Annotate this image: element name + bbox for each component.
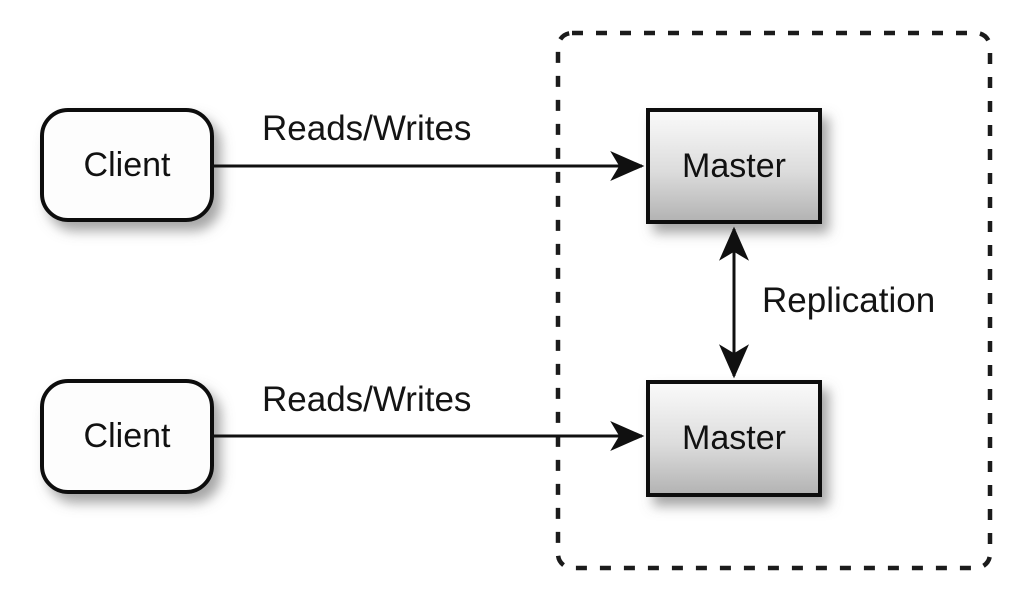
node-client-top[interactable]: Client	[40, 108, 214, 222]
master-bottom-label: Master	[682, 419, 786, 457]
master-top-shape	[646, 108, 822, 224]
edge-client-top-to-master-top: Reads/Writes	[212, 109, 645, 182]
master-bottom-shape	[646, 380, 822, 497]
edge-bottom-label: Reads/Writes	[262, 380, 471, 419]
replication-label: Replication	[762, 281, 935, 320]
node-master-top[interactable]: Master	[646, 108, 822, 224]
node-client-bottom[interactable]: Client	[40, 379, 214, 494]
edge-master-replication: Replication	[718, 226, 935, 379]
edge-top-label: Reads/Writes	[262, 109, 471, 148]
client-top-label: Client	[84, 146, 171, 184]
node-master-bottom[interactable]: Master	[646, 380, 822, 497]
replication-cluster-boundary	[555, 30, 993, 571]
edge-client-bottom-to-master-bottom: Reads/Writes	[212, 380, 645, 452]
client-bottom-label: Client	[84, 417, 171, 455]
master-top-label: Master	[682, 147, 786, 185]
